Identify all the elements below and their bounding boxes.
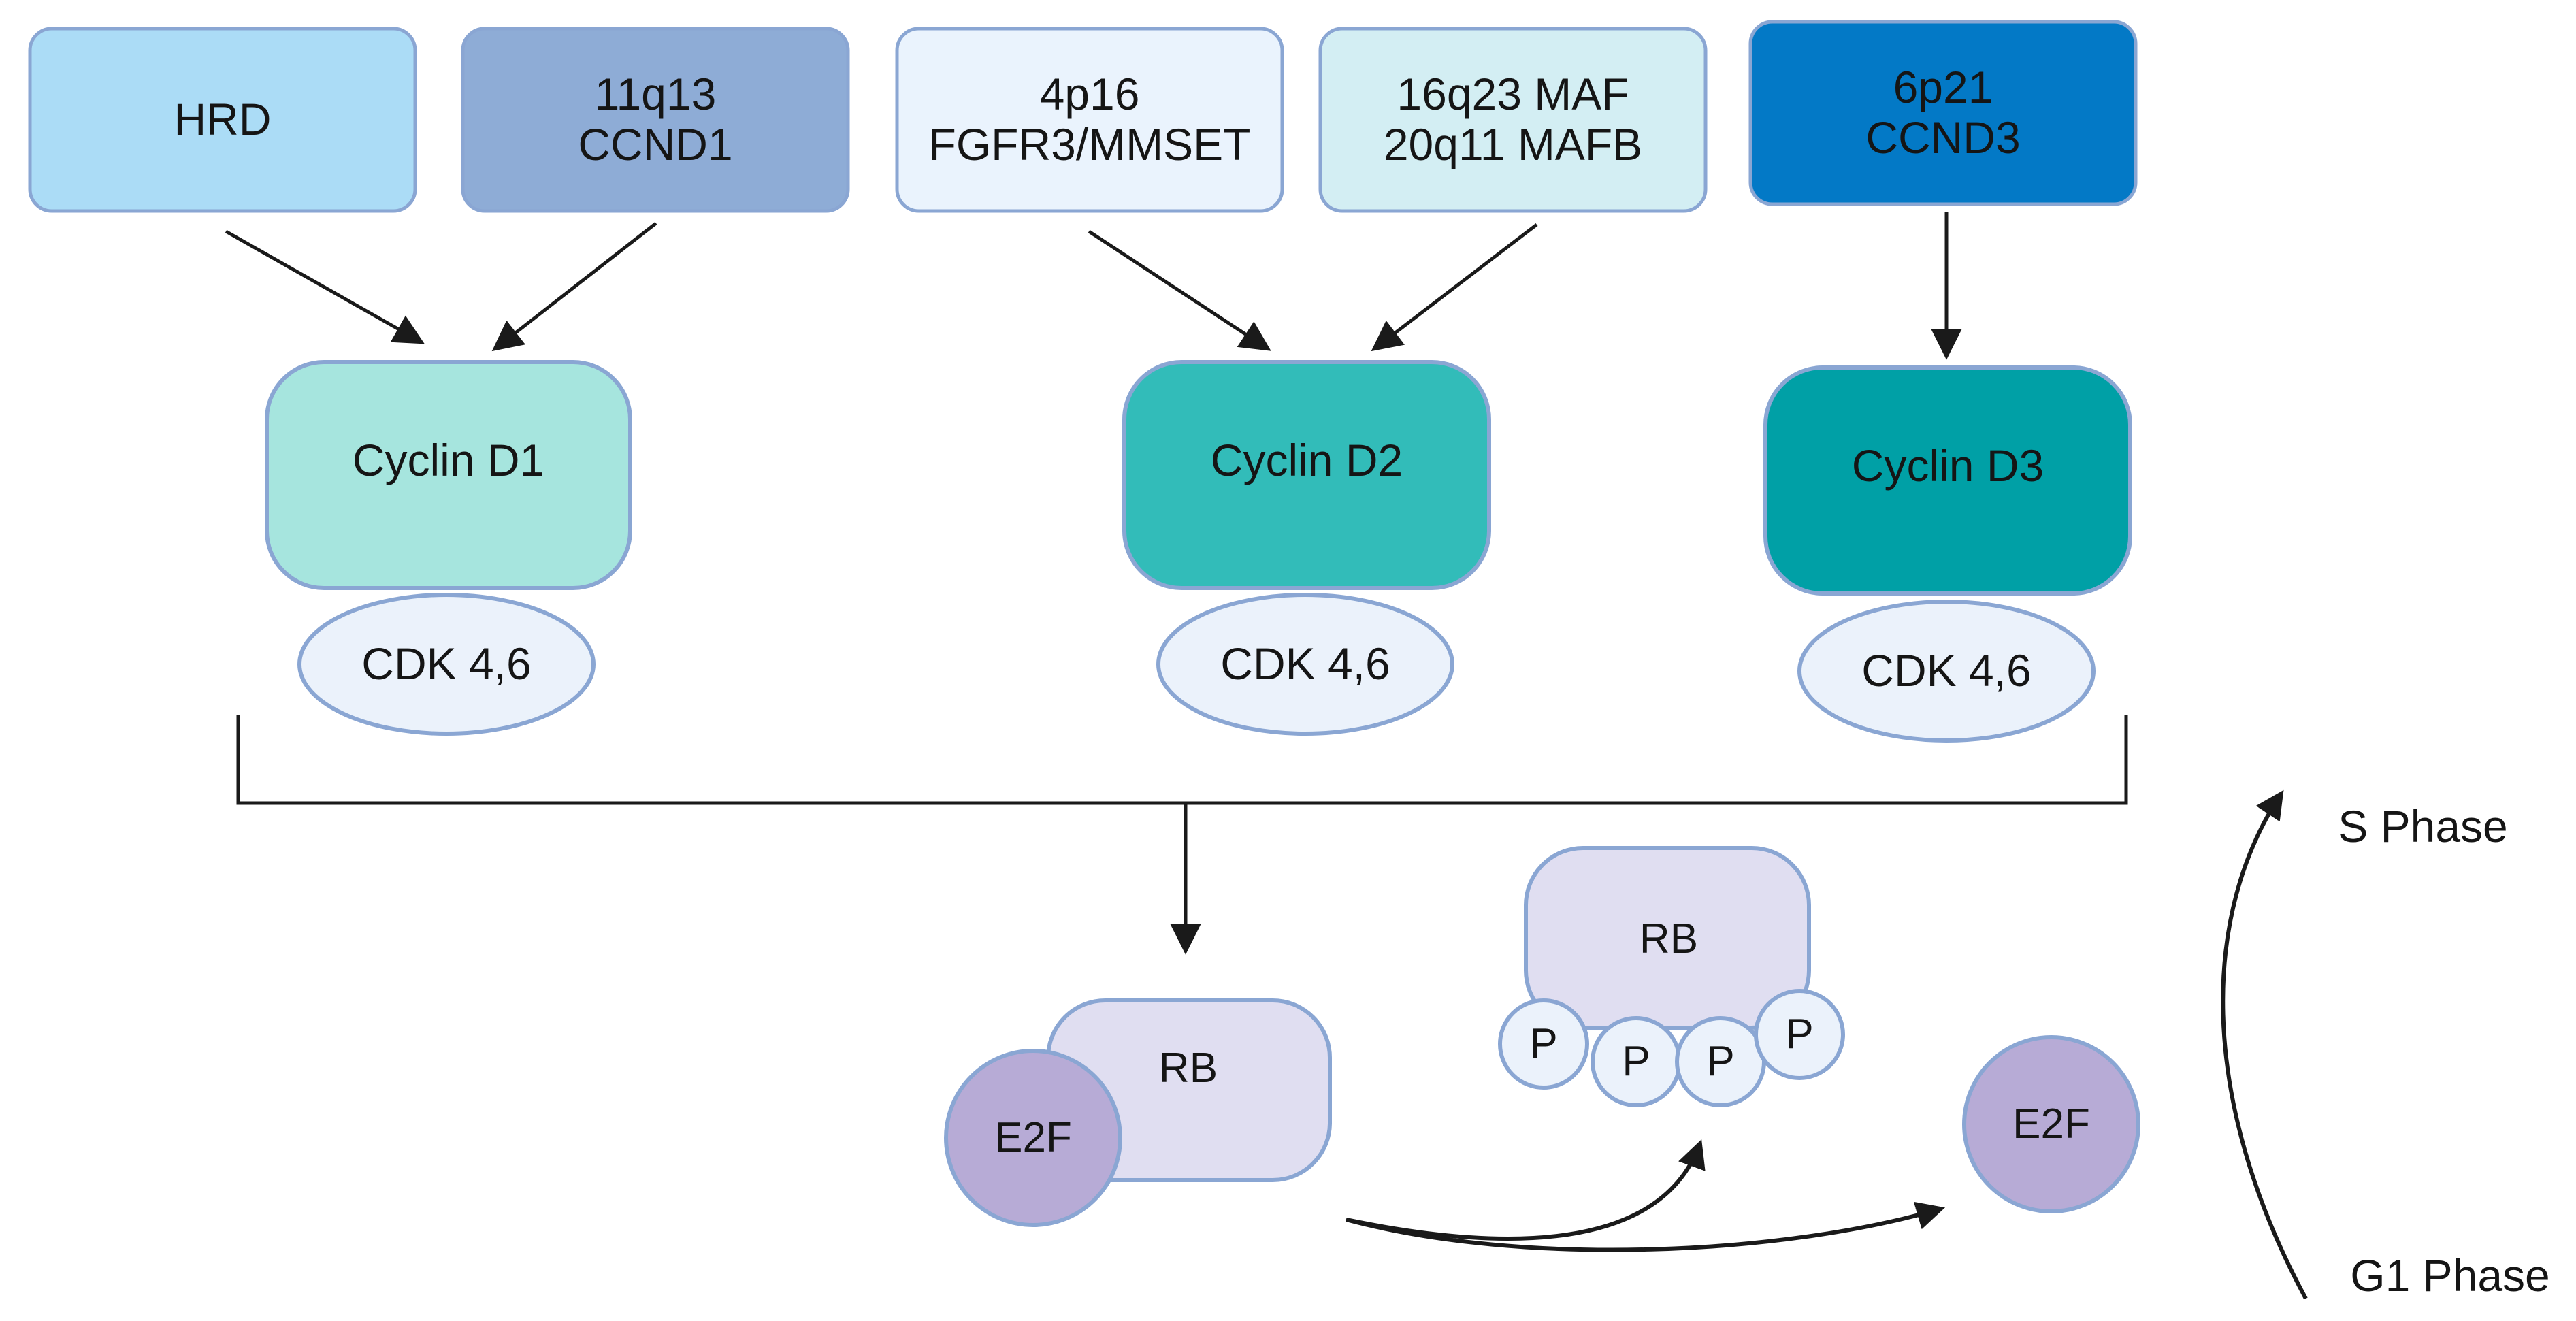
rb-bound-label: RB bbox=[1158, 1045, 1218, 1092]
g1-phase-label: G1 Phase bbox=[2350, 1250, 2550, 1301]
cyclin-d2-label: Cyclin D2 bbox=[1210, 435, 1403, 486]
e2f-free-label: E2F bbox=[2012, 1100, 2090, 1148]
ccnd1-label: 11q13 CCND1 bbox=[463, 29, 848, 211]
arrow-maf-to-d2 bbox=[1371, 223, 1538, 352]
hrd-box bbox=[28, 27, 417, 213]
cyclin-d3-box bbox=[1763, 365, 2132, 596]
cdk-ellipse-2 bbox=[1156, 593, 1454, 736]
p-label-3: P bbox=[1706, 1038, 1735, 1086]
p-label-1: P bbox=[1529, 1020, 1558, 1068]
rb-phospho-shape bbox=[1524, 846, 1811, 1030]
arrow-ccnd1-to-d1 bbox=[491, 222, 657, 352]
cdk-label-2: CDK 4,6 bbox=[1220, 638, 1390, 689]
cyclin-d2-box bbox=[1122, 360, 1491, 590]
arrow-to-phospho-rb bbox=[1346, 1139, 1706, 1241]
arrow-to-free-e2f bbox=[1346, 1201, 1946, 1252]
p-label-2: P bbox=[1622, 1038, 1650, 1086]
ccnd3-label: 6p21 CCND3 bbox=[1750, 22, 2136, 204]
ccnd1-label-line1: 11q13 bbox=[594, 69, 717, 120]
ccnd1-box bbox=[461, 27, 850, 213]
rb-phospho-label: RB bbox=[1639, 915, 1699, 963]
convergence-bracket bbox=[236, 715, 2128, 805]
fgfr3-label-line1: 4p16 bbox=[1039, 69, 1140, 120]
s-phase-label: S Phase bbox=[2338, 801, 2508, 852]
e2f-bound-label: E2F bbox=[994, 1114, 1072, 1162]
arrow-fgfr3-to-d2 bbox=[1088, 229, 1271, 351]
hrd-label: HRD bbox=[174, 94, 272, 145]
cdk-label-3: CDK 4,6 bbox=[1861, 645, 2032, 696]
fgfr3-label-line2: FGFR3/MMSET bbox=[928, 119, 1251, 169]
arrow-hrd-to-d1 bbox=[225, 229, 425, 344]
maf-label: 16q23 MAF 20q11 MAFB bbox=[1320, 29, 1706, 211]
cdk-ellipse-1 bbox=[297, 593, 596, 736]
fgfr3-label: 4p16 FGFR3/MMSET bbox=[897, 29, 1282, 211]
cdk-label-1: CDK 4,6 bbox=[361, 638, 532, 689]
phospho-circle-4 bbox=[1754, 989, 1845, 1080]
e2f-bound-circle bbox=[944, 1049, 1122, 1227]
cyclin-d3-label: Cyclin D3 bbox=[1851, 440, 2044, 491]
ccnd3-label-line1: 6p21 bbox=[1893, 62, 1993, 113]
cdk-ellipse-3 bbox=[1797, 600, 2096, 743]
cyclin-d1-label: Cyclin D1 bbox=[352, 435, 545, 486]
ccnd3-box bbox=[1748, 20, 2138, 206]
phase-progression-arrow bbox=[2221, 789, 2308, 1300]
maf-label-line2: 20q11 MAFB bbox=[1383, 119, 1643, 169]
fgfr3-box bbox=[895, 27, 1284, 213]
phospho-circle-1 bbox=[1498, 998, 1589, 1090]
maf-label-line1: 16q23 MAF bbox=[1397, 69, 1629, 120]
cyclin-d1-box bbox=[265, 360, 632, 590]
e2f-free-circle bbox=[1962, 1035, 2140, 1213]
maf-box bbox=[1318, 27, 1708, 213]
ccnd3-label-line2: CCND3 bbox=[1865, 112, 2021, 163]
p-label-4: P bbox=[1785, 1011, 1814, 1058]
ccnd1-label-line2: CCND1 bbox=[578, 119, 733, 169]
